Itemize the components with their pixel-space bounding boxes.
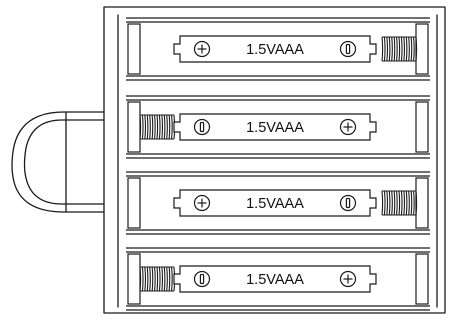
spring-coil [139, 266, 176, 292]
battery-slot-4: 1.5VAAA [126, 247, 430, 311]
minus-terminal-icon [339, 194, 357, 212]
contact-tab [127, 177, 141, 229]
battery-label: 1.5VAAA [246, 120, 304, 136]
battery-slot-1: 1.5VAAA [126, 17, 430, 81]
spring-coil [139, 114, 176, 140]
contact-tab [415, 101, 429, 153]
spring-coil [381, 190, 418, 216]
minus-terminal-icon [193, 118, 211, 136]
contact-tab [415, 23, 429, 75]
label-plate [173, 113, 377, 141]
label-plate [173, 265, 377, 293]
plus-terminal-icon [339, 118, 357, 136]
minus-terminal-icon [193, 270, 211, 288]
battery-label: 1.5VAAA [246, 196, 304, 212]
shackle-outline [11, 111, 109, 213]
plus-terminal-icon [193, 40, 211, 58]
minus-terminal-icon [339, 40, 357, 58]
label-plate [173, 35, 377, 63]
plus-terminal-icon [339, 270, 357, 288]
battery-label: 1.5VAAA [246, 272, 304, 288]
battery-slot-3: 1.5VAAA [126, 171, 430, 235]
plus-terminal-icon [193, 194, 211, 212]
contact-tab [415, 177, 429, 229]
contact-tab [415, 253, 429, 305]
spring-coil [381, 36, 418, 62]
battery-slot-2: 1.5VAAA [126, 95, 430, 159]
contact-tab [127, 253, 141, 305]
contact-tab [127, 23, 141, 75]
label-plate [173, 189, 377, 217]
battery-label: 1.5VAAA [246, 42, 304, 58]
contact-tab [127, 101, 141, 153]
